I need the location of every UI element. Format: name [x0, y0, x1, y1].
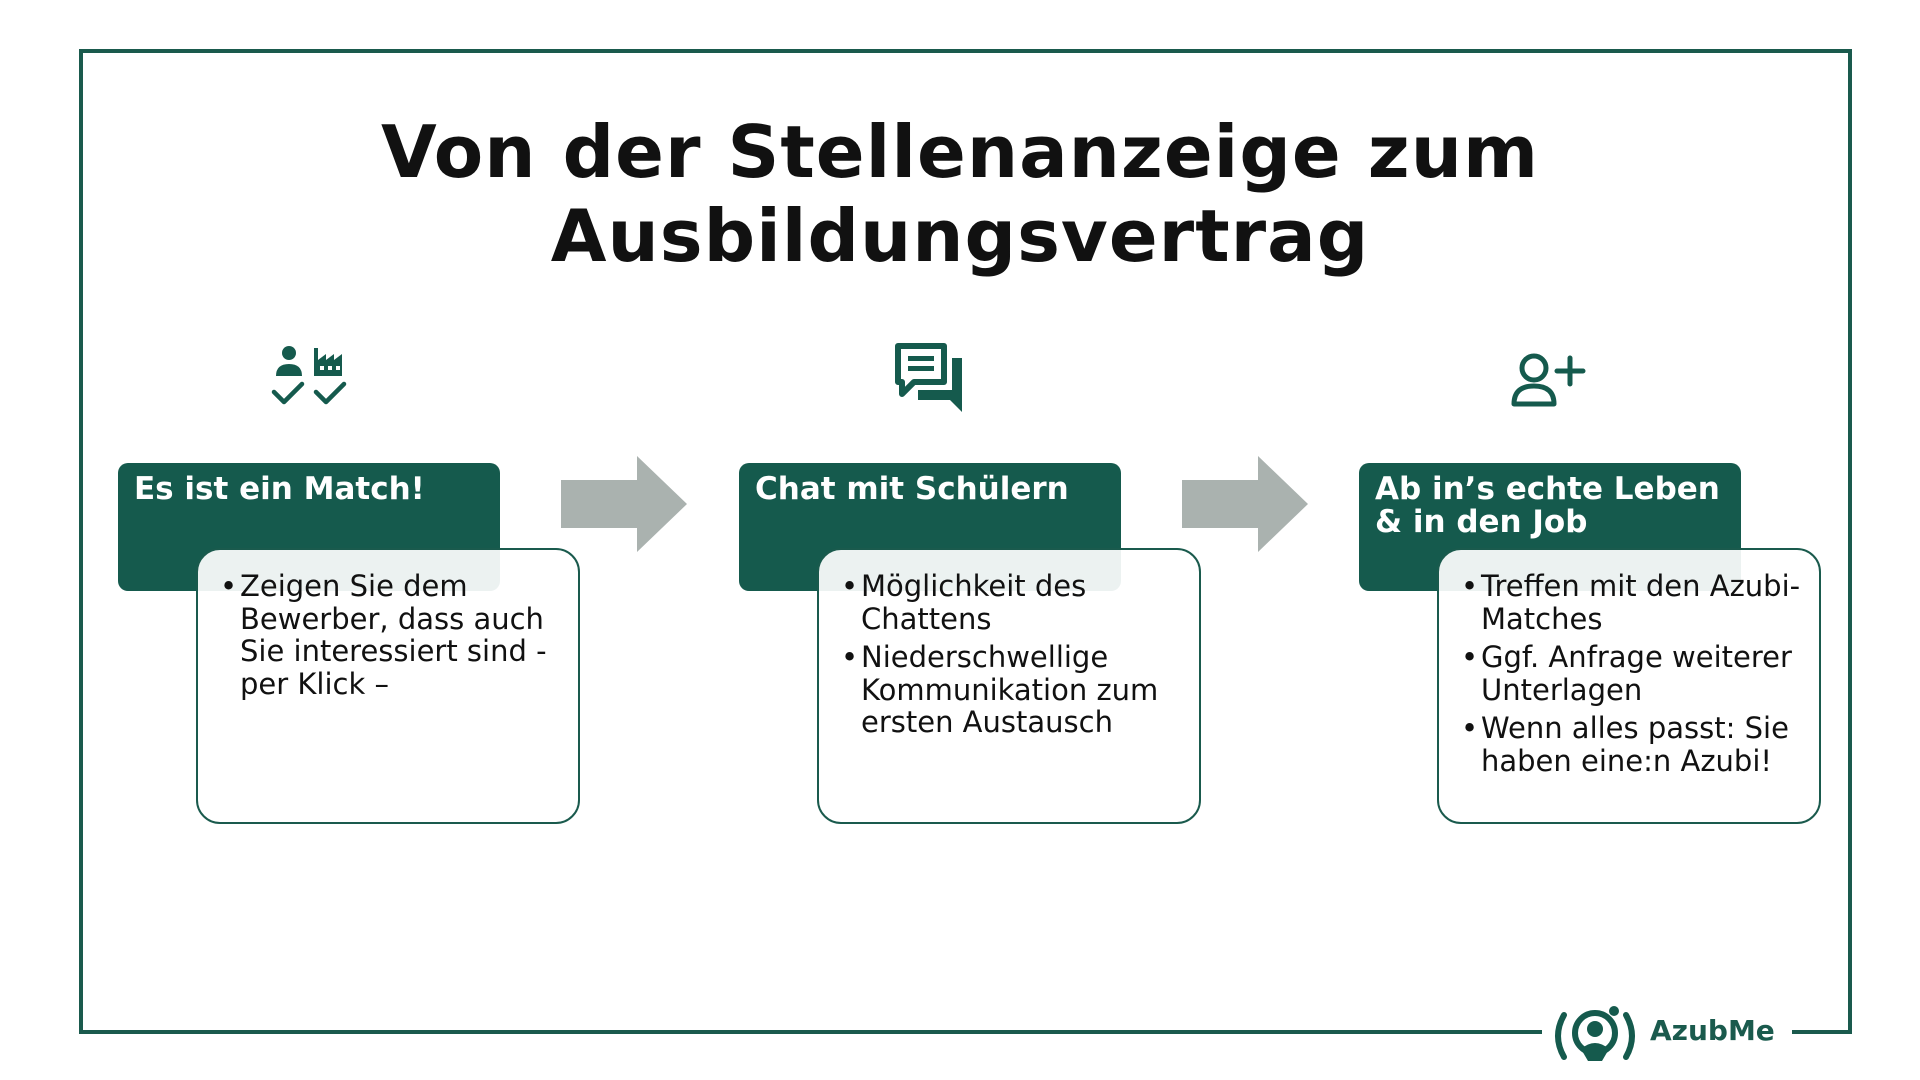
- step-2-bullet-1: Möglichkeit des Chattens: [841, 570, 1183, 635]
- step-2-header-text: Chat mit Schülern: [755, 471, 1069, 507]
- step-2-bullet-2: Niederschwellige Kommunikation zum erste…: [841, 641, 1183, 739]
- step-3-bullet-1: Treffen mit den Azubi-Matches: [1461, 570, 1803, 635]
- step-2-body: Möglichkeit des Chattens Niederschwellig…: [817, 548, 1201, 824]
- arrow-right-2: [1182, 456, 1308, 552]
- person-factory-check-icon: [271, 346, 347, 405]
- step-3-bullet-3: Wenn alles passt: Sie haben eine:n Azubi…: [1461, 712, 1803, 777]
- brand-name: AzubMe: [1650, 1014, 1775, 1047]
- azubme-logo-icon: [1555, 1006, 1635, 1061]
- step-1-bullet-1: Zeigen Sie dem Bewerber, dass auch Sie i…: [220, 570, 562, 700]
- person-add-icon: [1511, 353, 1586, 407]
- logo-gap: [1542, 1024, 1792, 1064]
- step-1-header-text: Es ist ein Match!: [134, 471, 425, 507]
- slide-frame: [79, 49, 1852, 1034]
- arrow-right-1: [561, 456, 687, 552]
- step-3-bullet-2: Ggf. Anfrage weiterer Unterlagen: [1461, 641, 1803, 706]
- step-3-header-line-2: & in den Job: [1375, 504, 1588, 540]
- page-title: Von der Stellenanzeige zum Ausbildungsve…: [381, 110, 1539, 278]
- step-3-header-line-1: Ab in’s echte Leben: [1375, 471, 1720, 507]
- step-3-body: Treffen mit den Azubi-Matches Ggf. Anfra…: [1437, 548, 1821, 824]
- chat-bubbles-icon: [895, 343, 962, 412]
- step-1-body: Zeigen Sie dem Bewerber, dass auch Sie i…: [196, 548, 580, 824]
